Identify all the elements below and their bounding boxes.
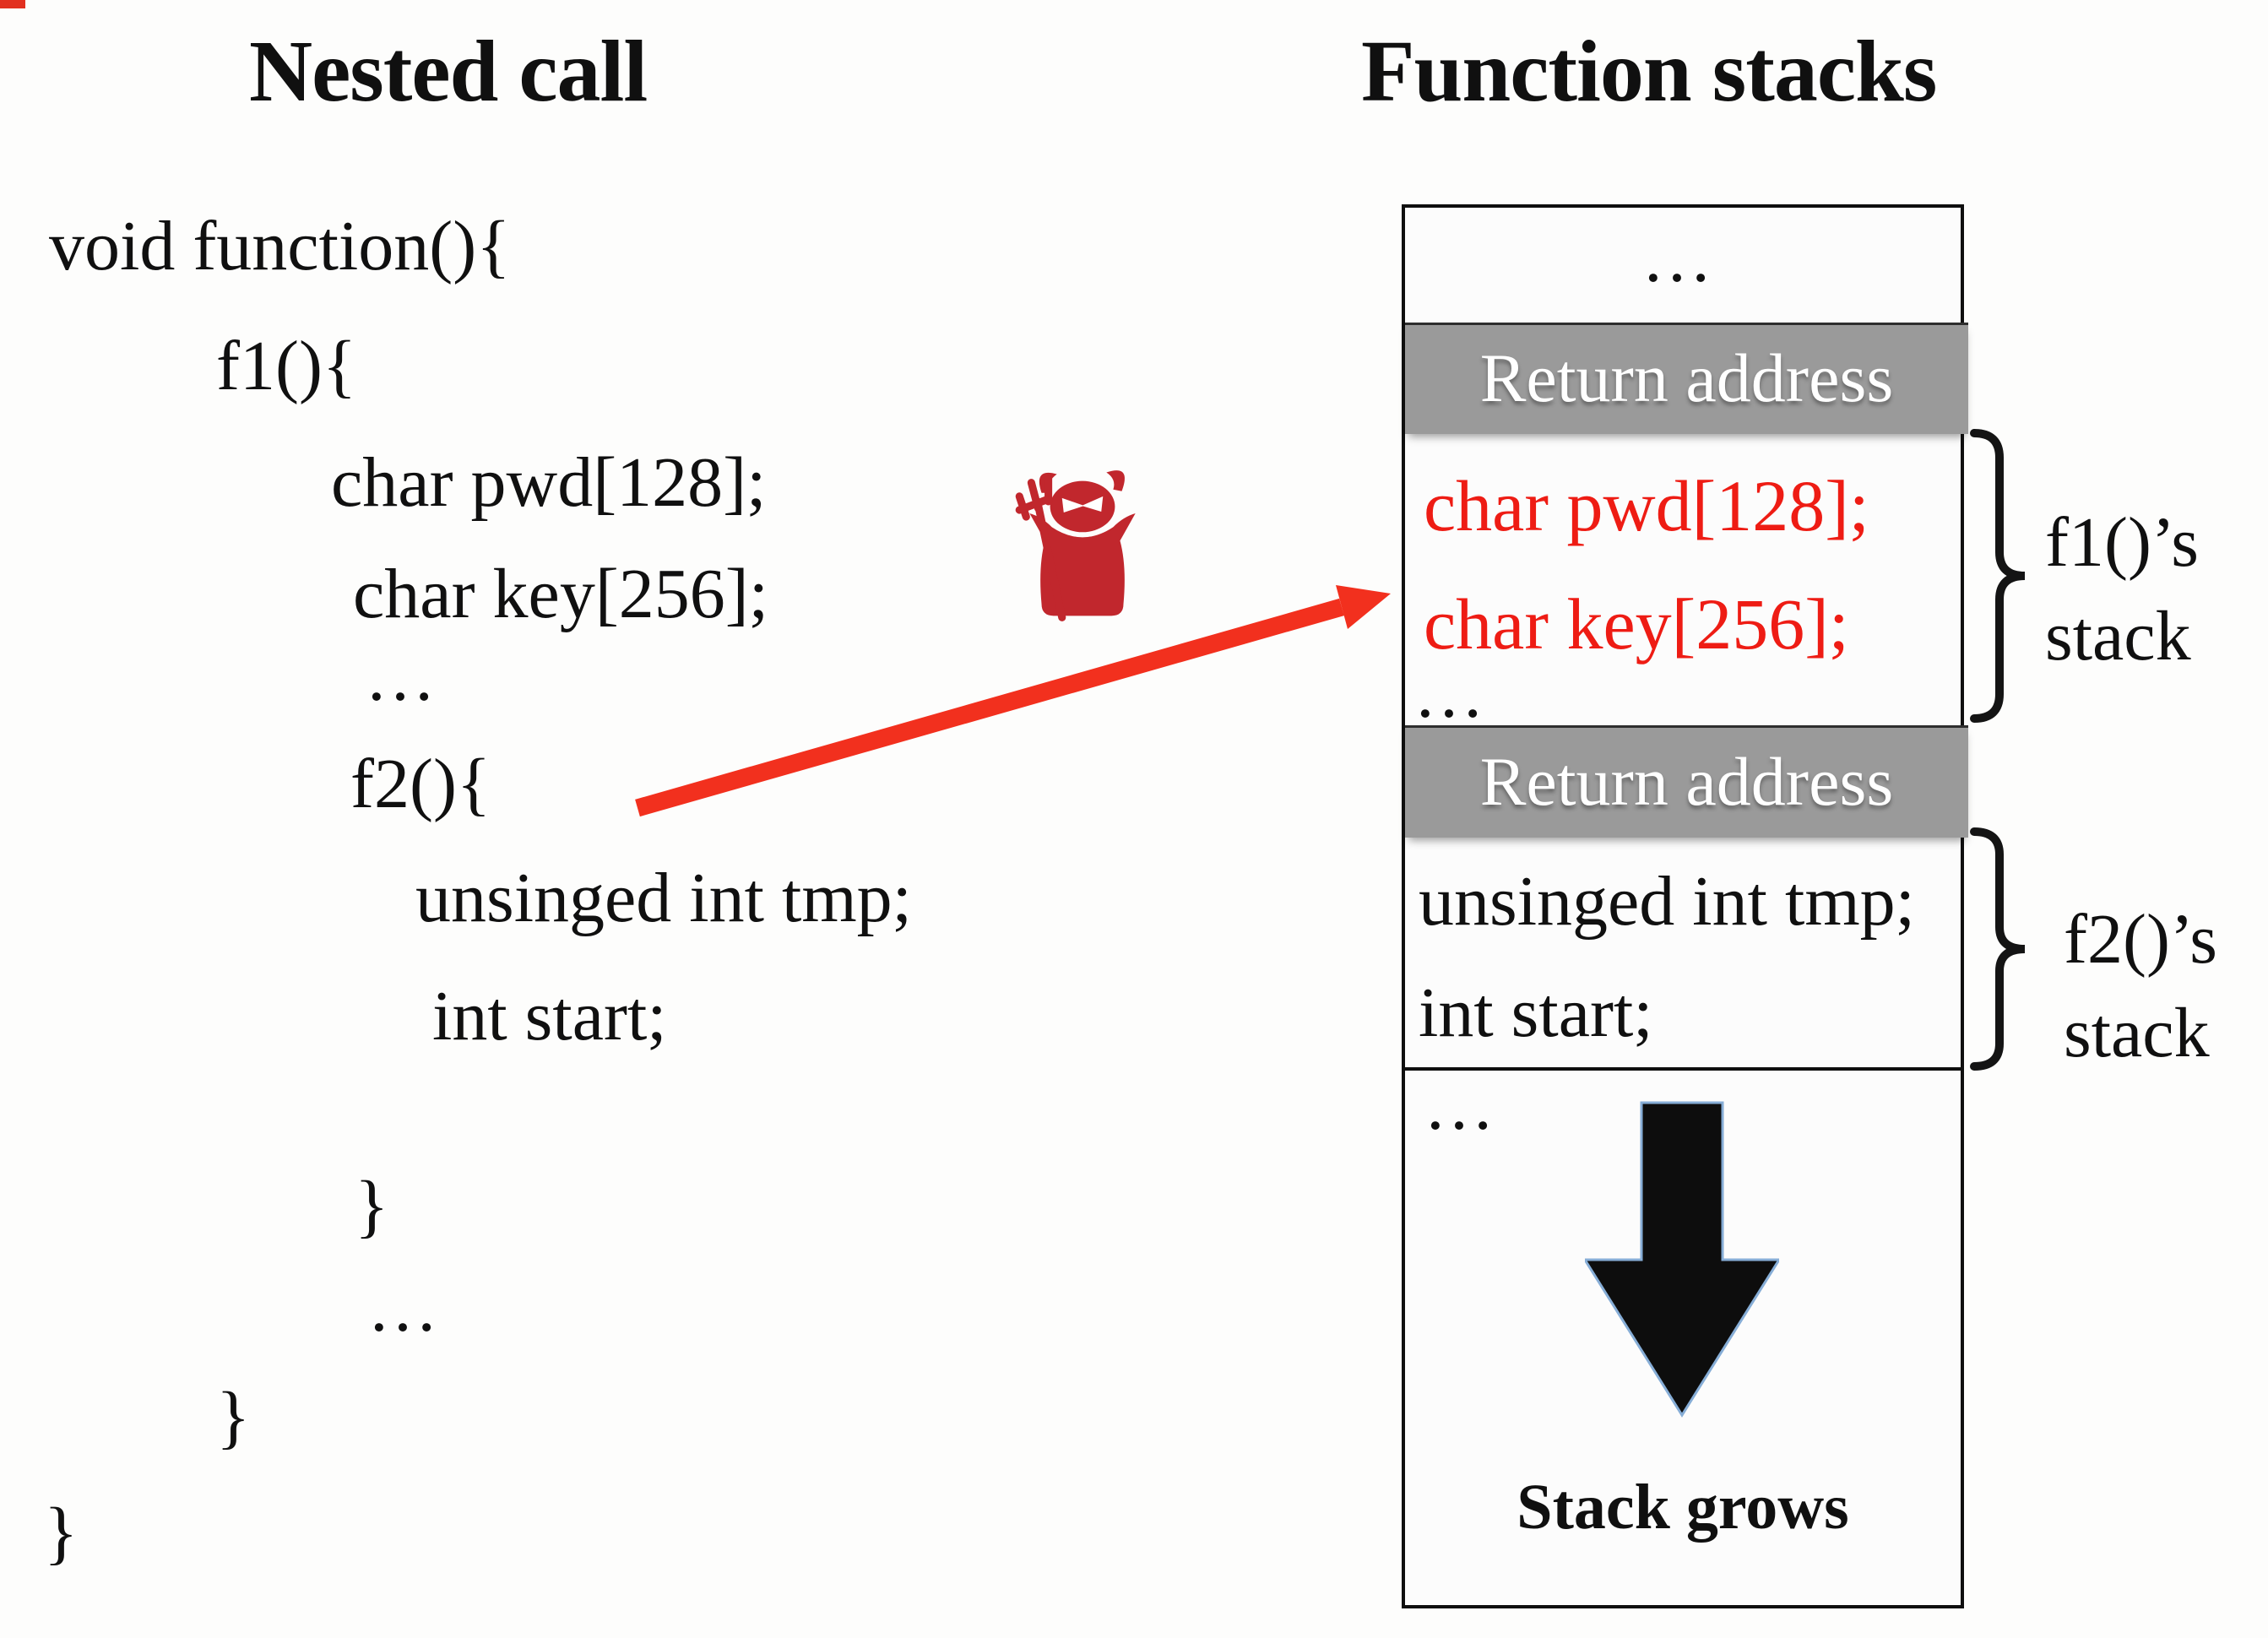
code-line: f2(){ — [350, 745, 491, 823]
f2-local-variable: int start; — [1419, 974, 1653, 1052]
f1-stack-label-line2: stack — [2045, 596, 2191, 675]
left-column-title: Nested call — [249, 23, 648, 120]
f1-locals-cell: char pwd[128]; char key[256]; — [1405, 434, 1961, 725]
f1-local-variable: char pwd[128]; — [1424, 465, 1869, 546]
f1-stack-brace — [1970, 429, 2026, 723]
down-arrow-icon — [1585, 1101, 1779, 1418]
function-stack-box: … Return address char pwd[128]; char key… — [1402, 204, 1968, 1608]
f2-stack-label-line2: stack — [2064, 993, 2210, 1072]
code-line-closing-brace: } — [355, 1167, 389, 1245]
code-line-closing-brace: } — [44, 1494, 79, 1572]
code-line: int start; — [432, 977, 667, 1055]
f2-locals-cell: unsinged int tmp; int start; — [1405, 838, 1961, 1071]
return-address-cell-2: Return address — [1405, 725, 1968, 838]
code-line: unsinged int tmp; — [415, 859, 912, 937]
stack-cell-ellipsis-hidden: … — [1413, 654, 1489, 733]
code-line: char key[256]; — [353, 555, 769, 633]
code-line-closing-brace: } — [216, 1378, 251, 1456]
f1-local-variable: char key[256]; — [1424, 583, 1849, 664]
right-column-title: Function stacks — [1361, 23, 1937, 120]
stack-cell-ellipsis-top: … — [1641, 219, 1724, 297]
f2-stack-brace — [1970, 827, 2026, 1071]
stack-cell-ellipsis-bottom: … — [1424, 1066, 1500, 1145]
f1-stack-label-line1: f1()’s — [2045, 503, 2199, 582]
f2-stack-label: f2()’s stack — [2064, 893, 2217, 1081]
code-line: void function(){ — [49, 207, 511, 285]
f1-stack-label: f1()’s stack — [2045, 496, 2199, 684]
code-line-ellipsis: … — [365, 637, 436, 716]
return-address-cell-1: Return address — [1405, 323, 1968, 434]
devil-icon — [1015, 470, 1136, 621]
code-line: f1(){ — [216, 327, 357, 405]
f2-stack-label-line1: f2()’s — [2064, 900, 2217, 979]
f2-local-variable: unsinged int tmp; — [1419, 862, 1915, 941]
code-line-ellipsis: … — [367, 1268, 438, 1347]
corner-artifact — [0, 0, 25, 8]
attack-arrow-icon — [635, 585, 1391, 817]
code-line: char pwd[128]; — [331, 443, 767, 522]
stack-grows-label: Stack grows — [1517, 1472, 1849, 1543]
